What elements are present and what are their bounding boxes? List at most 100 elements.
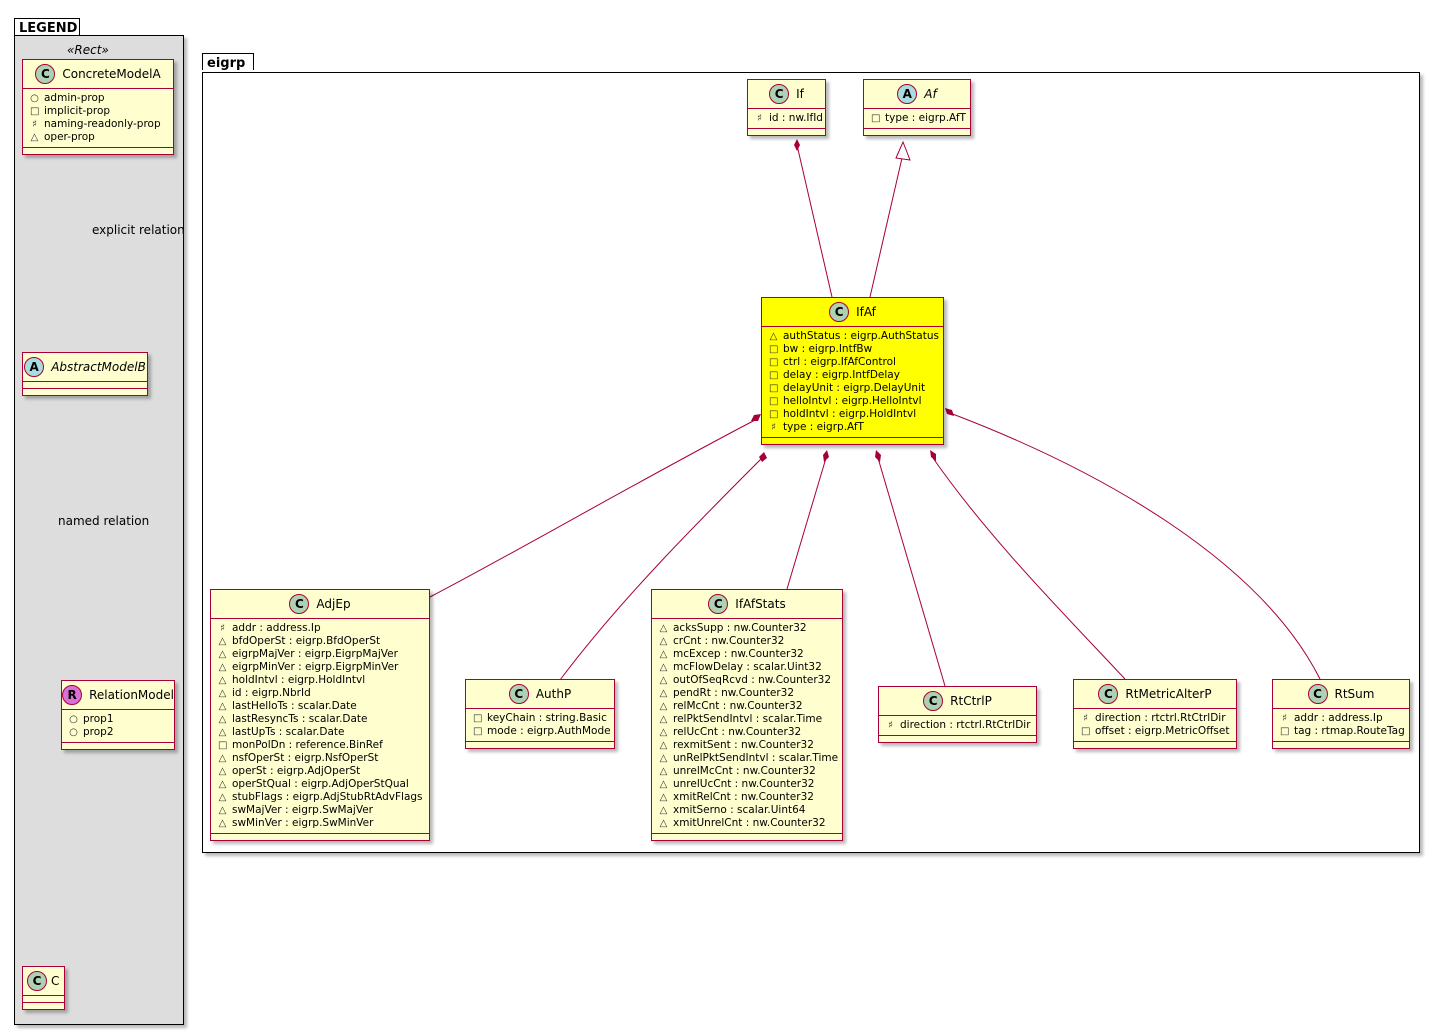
attribute-text: lastUpTs : scalar.Date	[232, 726, 345, 738]
attribute: △ crCnt : nw.Counter32	[659, 635, 835, 648]
attribute: △ unrelUcCnt : nw.Counter32	[659, 778, 835, 791]
attribute: △operStQual : eigrp.AdjOperStQual	[218, 778, 422, 791]
visibility-icon: △	[659, 753, 668, 764]
relation-model-class[interactable]: R RelationModel ○prop1 ○prop2	[61, 680, 175, 750]
class-rtctrlp[interactable]: C RtCtrlP ♯direction : rtctrl.RtCtrlDir	[878, 686, 1037, 743]
attribute-text: acksSupp : nw.Counter32	[673, 622, 807, 634]
class-badge-icon: C	[829, 302, 850, 322]
visibility-icon: △	[218, 805, 227, 816]
attribute: △eigrpMinVer : eigrp.EigrpMinVer	[218, 661, 422, 674]
attribute-text: holdIntvl : eigrp.HoldIntvl	[783, 408, 917, 420]
class-if[interactable]: C If ♯id : nw.IfId	[747, 79, 826, 136]
eigrp-package	[202, 72, 1420, 853]
abstract-model-class[interactable]: A AbstractModelB	[22, 352, 148, 396]
attribute: □offset : eigrp.MetricOffset	[1081, 725, 1229, 738]
visibility-icon: △	[218, 714, 227, 725]
legend-stereotype: «Rect»	[67, 43, 109, 57]
visibility-icon: △	[659, 818, 668, 829]
attribute-text: lastHelloTs : scalar.Date	[232, 700, 357, 712]
attribute-text: tag : rtmap.RouteTag	[1294, 725, 1405, 737]
attribute: ♯id : nw.IfId	[755, 112, 823, 125]
class-name: RtMetricAlterP	[1125, 687, 1212, 701]
visibility-icon: □	[218, 740, 228, 751]
attribute: △relUcCnt : nw.Counter32	[659, 726, 835, 739]
af-inheritance-arrow	[895, 140, 911, 161]
visibility-icon: ♯	[757, 113, 762, 124]
class-badge-icon: C	[708, 594, 729, 614]
class-rtsum[interactable]: C RtSum ♯addr : address.Ip □tag : rtmap.…	[1272, 679, 1410, 749]
attribute-text: bw : eigrp.IntfBw	[783, 343, 873, 355]
visibility-icon: □	[769, 383, 779, 394]
class-adjep[interactable]: C AdjEp ♯addr : address.Ip △bfdOperSt : …	[210, 589, 430, 841]
attribute-text: mcFlowDelay : scalar.Uint32	[673, 661, 822, 673]
attribute-text: pendRt : nw.Counter32	[673, 687, 795, 699]
class-ifaf[interactable]: C IfAf △authStatus : eigrp.AuthStatus □b…	[761, 297, 944, 445]
visibility-icon: □	[473, 713, 483, 724]
attribute-text: operSt : eigrp.AdjOperSt	[232, 765, 361, 777]
attribute: △lastHelloTs : scalar.Date	[218, 700, 422, 713]
attribute-text: delayUnit : eigrp.DelayUnit	[783, 382, 926, 394]
visibility-icon: △	[659, 727, 668, 738]
legend-package	[14, 35, 184, 1025]
attribute: △relMcCnt : nw.Counter32	[659, 700, 835, 713]
visibility-icon: △	[659, 779, 668, 790]
attribute-text: relMcCnt : nw.Counter32	[673, 700, 803, 712]
attribute: □ mode : eigrp.AuthMode	[473, 725, 611, 738]
concrete-model-class[interactable]: C ConcreteModelA ○admin-prop □implicit-p…	[22, 59, 174, 155]
class-ifafstats[interactable]: C IfAfStats △acksSupp : nw.Counter32 △cr…	[651, 589, 843, 841]
attribute-text: direction : rtctrl.RtCtrlDir	[900, 719, 1031, 731]
ifaf-adjep-edge	[429, 418, 758, 598]
class-name: IfAf	[856, 305, 876, 319]
attribute: △relPktSendIntvl : scalar.Time	[659, 713, 835, 726]
attribute-text: xmitSerno : scalar.Uint64	[673, 804, 806, 816]
ifaf-ifafstats-edge	[786, 457, 827, 590]
if-ifaf-edge	[796, 144, 833, 298]
attribute: ♯direction : rtctrl.RtCtrlDir	[1081, 712, 1229, 725]
attribute: △lastUpTs : scalar.Date	[218, 726, 422, 739]
attribute-text: prop2	[83, 726, 114, 738]
class-badge-icon: C	[769, 84, 790, 104]
attribute: △xmitSerno : scalar.Uint64	[659, 804, 835, 817]
visibility-icon: △	[218, 636, 227, 647]
attribute-text: keyChain : string.Basic	[487, 712, 607, 724]
class-name: AbstractModelB	[51, 360, 146, 374]
class-af[interactable]: A Af □type : eigrp.AfT	[863, 79, 971, 136]
attribute-text: lastResyncTs : scalar.Date	[232, 713, 368, 725]
attribute-text: crCnt : nw.Counter32	[673, 635, 785, 647]
visibility-icon: ♯	[771, 422, 776, 433]
attribute-text: id : eigrp.NbrId	[232, 687, 311, 699]
class-rtmetricalterp[interactable]: C RtMetricAlterP ♯direction : rtctrl.RtC…	[1073, 679, 1237, 749]
ifaf-authp-edge	[559, 455, 765, 681]
visibility-icon: △	[659, 636, 668, 647]
attribute: △mcFlowDelay : scalar.Uint32	[659, 661, 835, 674]
attribute-text: operStQual : eigrp.AdjOperStQual	[232, 778, 409, 790]
class-name: C	[51, 974, 60, 988]
class-authp[interactable]: C AuthP □keyChain : string.Basic □mode :…	[465, 679, 615, 749]
visibility-icon: □	[769, 344, 779, 355]
visibility-icon: △	[659, 740, 668, 751]
attribute-text: mode : eigrp.AuthMode	[487, 725, 611, 737]
class-badge-icon: C	[508, 684, 529, 704]
attribute: ○prop1	[69, 713, 167, 726]
attribute-text: unrelUcCnt : nw.Counter32	[673, 778, 815, 790]
c-model-class[interactable]: C C	[22, 966, 65, 1010]
attribute-text: type : eigrp.AfT	[783, 421, 864, 433]
visibility-icon: □	[473, 726, 483, 737]
visibility-icon: △	[218, 649, 227, 660]
visibility-icon: ○	[69, 714, 78, 725]
class-badge-icon: C	[1098, 684, 1119, 704]
attribute: △oper-prop	[30, 131, 166, 144]
attribute-text: naming-readonly-prop	[44, 118, 161, 130]
abstract-badge-icon: A	[24, 357, 45, 377]
legend-package-tab: LEGEND	[14, 18, 80, 36]
attribute-text: stubFlags : eigrp.AdjStubRtAdvFlags	[232, 791, 423, 803]
visibility-icon: ♯	[220, 623, 225, 634]
class-badge-icon: C	[27, 971, 47, 991]
visibility-icon: □	[30, 106, 40, 117]
package-title: eigrp	[207, 56, 246, 71]
attribute: △ acksSupp : nw.Counter32	[659, 622, 835, 635]
attribute-text: unRelPktSendIntvl : scalar.Time	[673, 752, 839, 764]
attribute: ○prop2	[69, 726, 167, 739]
visibility-icon: △	[659, 623, 668, 634]
af-ifaf-edge	[869, 157, 903, 298]
